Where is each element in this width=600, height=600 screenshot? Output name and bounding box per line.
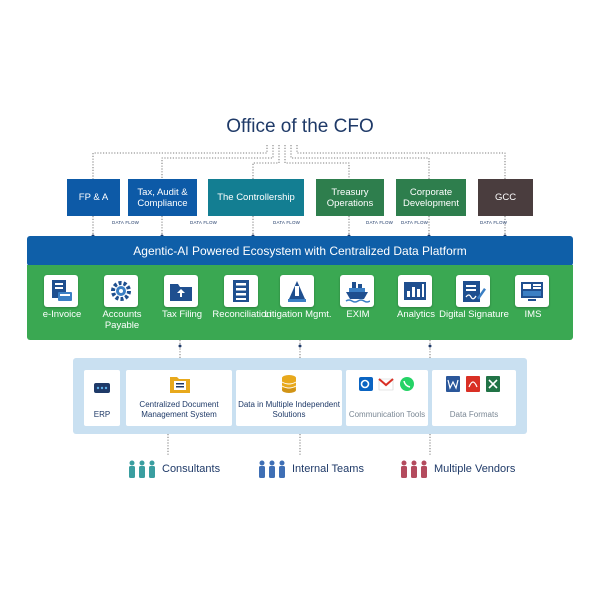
- stakeholder-multiple-vendors[interactable]: Multiple Vendors: [400, 459, 515, 479]
- gavel-icon: [280, 275, 314, 307]
- source-document-management[interactable]: Centralized Document Management System: [126, 370, 232, 426]
- dept-treasury-operations[interactable]: Treasury Operations: [316, 179, 384, 216]
- stakeholder-label: Internal Teams: [292, 463, 364, 475]
- folder-upload-icon: [164, 275, 198, 307]
- stakeholder-label: Multiple Vendors: [434, 463, 516, 475]
- people-icon: [258, 460, 286, 478]
- module-label: Accounts Payable: [102, 309, 142, 331]
- data-flow-label: DATA FLOW: [112, 220, 140, 225]
- dashboard-icon: [515, 275, 549, 307]
- server-icon: [94, 383, 110, 393]
- module-label: Tax Filing: [161, 309, 203, 320]
- module-label: Reconciliation: [212, 309, 272, 320]
- dept-label: Tax, Audit & Compliance: [137, 186, 188, 209]
- source-communication-tools[interactable]: Communication Tools: [346, 370, 428, 426]
- people-icon: [128, 460, 156, 478]
- data-flow-label: DATA FLOW: [273, 220, 301, 225]
- page-title: Office of the CFO: [226, 116, 374, 137]
- outlook-gmail-whatsapp-icons: [359, 377, 414, 391]
- ecosystem-title: Agentic-AI Powered Ecosystem with Centra…: [133, 244, 467, 258]
- dept-fp-and-a[interactable]: FP & A: [67, 179, 120, 216]
- module-label: Digital Signature: [439, 309, 509, 320]
- data-flow-label: DATA FLOW: [190, 220, 218, 225]
- stakeholder-label: Consultants: [162, 463, 221, 475]
- source-erp[interactable]: ERP: [84, 370, 120, 426]
- bar-chart-icon: [398, 275, 432, 307]
- dept-label: GCC: [494, 192, 517, 203]
- module-e-invoice[interactable]: e-Invoice: [30, 271, 94, 339]
- dept-label: Corporate Development: [403, 186, 459, 209]
- source-independent-solutions[interactable]: Data in Multiple Independent Solutions: [236, 370, 342, 426]
- module-label: Analytics: [396, 309, 435, 320]
- gear-icon: [104, 275, 138, 307]
- module-tax-filing[interactable]: Tax Filing: [150, 271, 214, 339]
- module-exim[interactable]: EXIM: [326, 271, 390, 339]
- invoice-icon: [44, 275, 78, 307]
- module-accounts-payable[interactable]: Accounts Payable: [90, 271, 154, 339]
- source-label: Data Formats: [449, 410, 499, 419]
- word-pdf-excel-icons: [446, 376, 500, 392]
- source-label: Data in Multiple Independent Solutions: [238, 400, 340, 419]
- source-label: Centralized Document Management System: [139, 400, 219, 419]
- dept-label: FP & A: [78, 192, 109, 203]
- data-flow-label: DATA FLOW: [366, 220, 394, 225]
- ship-icon: [340, 275, 374, 307]
- dept-corporate-development[interactable]: Corporate Development: [396, 179, 466, 216]
- database-icon: [281, 375, 297, 393]
- signature-icon: [456, 275, 490, 307]
- module-label: Litigation Mgmt.: [264, 309, 332, 320]
- module-litigation-mgmt[interactable]: Litigation Mgmt.: [264, 271, 332, 339]
- source-label: ERP: [93, 410, 111, 419]
- dept-label: The Controllership: [217, 192, 295, 203]
- stakeholder-consultants[interactable]: Consultants: [128, 459, 220, 479]
- dept-tax-audit-compliance[interactable]: Tax, Audit & Compliance: [128, 179, 197, 216]
- data-flow-label: DATA FLOW: [401, 220, 429, 225]
- stakeholder-internal-teams[interactable]: Internal Teams: [258, 459, 364, 479]
- ecosystem-banner: Agentic-AI Powered Ecosystem with Centra…: [27, 236, 573, 266]
- people-icon: [400, 460, 428, 478]
- module-label: EXIM: [346, 309, 370, 320]
- dept-gcc[interactable]: GCC: [478, 179, 533, 216]
- module-ims[interactable]: IMS: [501, 271, 565, 339]
- dept-label: Treasury Operations: [326, 186, 374, 209]
- source-label: Communication Tools: [348, 410, 426, 419]
- module-analytics[interactable]: Analytics: [384, 271, 448, 339]
- dept-controllership[interactable]: The Controllership: [208, 179, 304, 216]
- data-flow-label: DATA FLOW: [480, 220, 508, 225]
- module-digital-signature[interactable]: Digital Signature: [439, 271, 509, 339]
- module-reconciliation[interactable]: Reconciliation: [210, 271, 274, 339]
- module-label: IMS: [524, 309, 542, 320]
- module-label: e-Invoice: [42, 309, 82, 320]
- ledger-icon: [224, 275, 258, 307]
- folder-icon: [170, 377, 190, 393]
- source-data-formats[interactable]: Data Formats: [432, 370, 516, 426]
